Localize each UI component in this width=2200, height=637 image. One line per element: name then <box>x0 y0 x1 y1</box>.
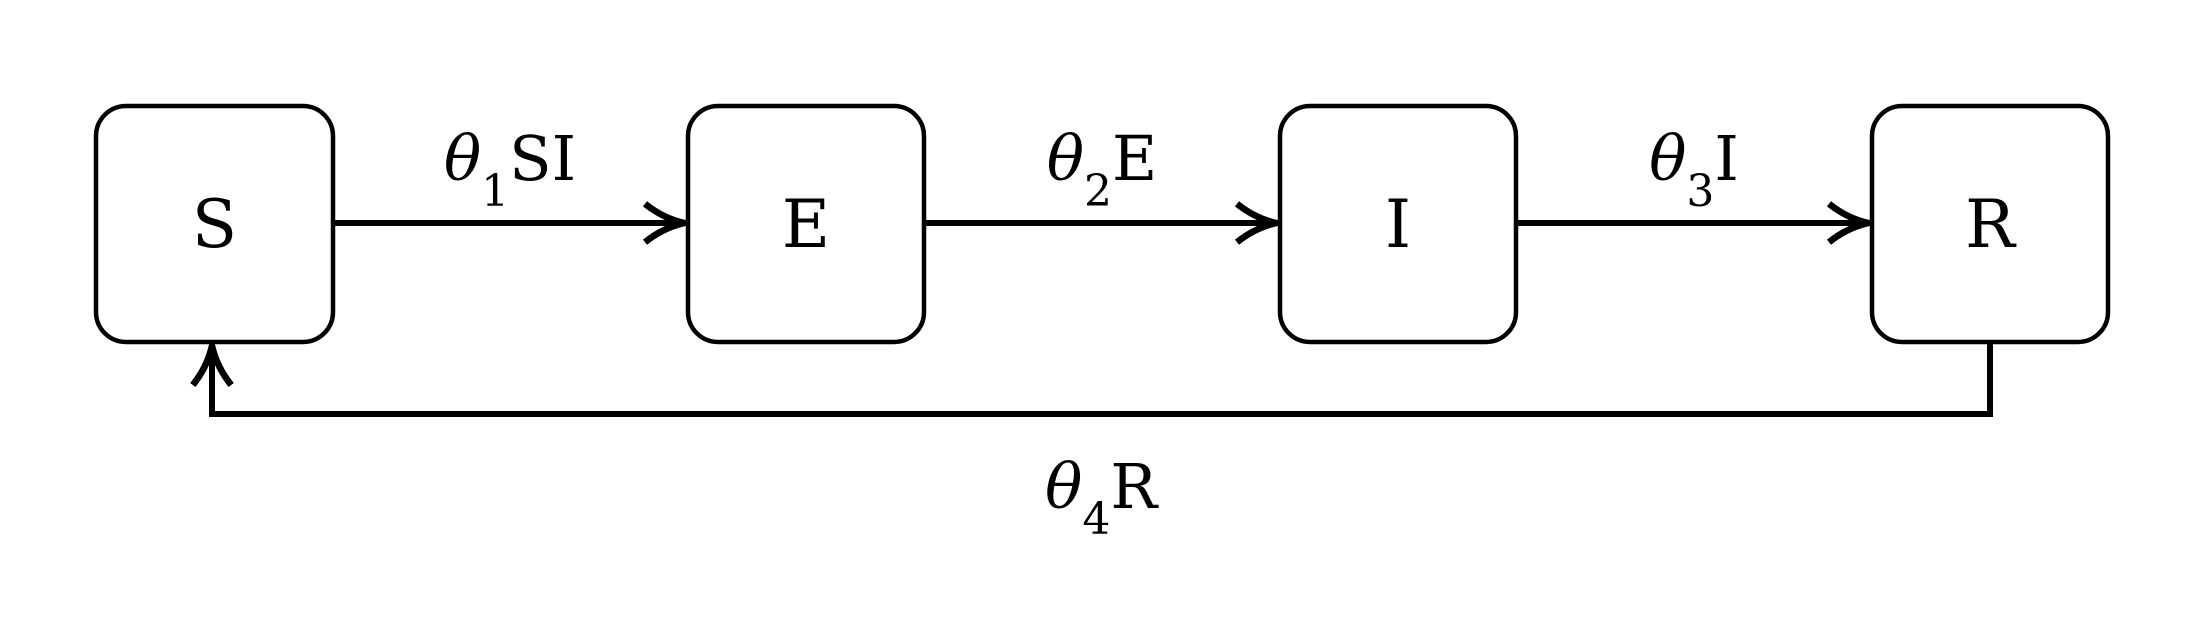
edge-label-r-to-s: θ4R <box>1045 450 1159 545</box>
edge-label-e-to-i: θ2E <box>1047 122 1158 217</box>
edge-label-s-to-e: θ1SI <box>444 122 576 217</box>
node-r: R <box>1869 103 2111 345</box>
node-r-label: R <box>1965 186 2017 263</box>
node-e: E <box>685 103 927 345</box>
node-i-label: I <box>1385 186 1411 263</box>
node-e-label: E <box>782 186 830 263</box>
node-i: I <box>1277 103 1519 345</box>
edge-label-i-to-r: θ3I <box>1649 122 1739 217</box>
node-s: S <box>93 103 336 345</box>
arrow-r-to-s <box>190 342 1993 417</box>
node-s-label: S <box>192 186 237 263</box>
